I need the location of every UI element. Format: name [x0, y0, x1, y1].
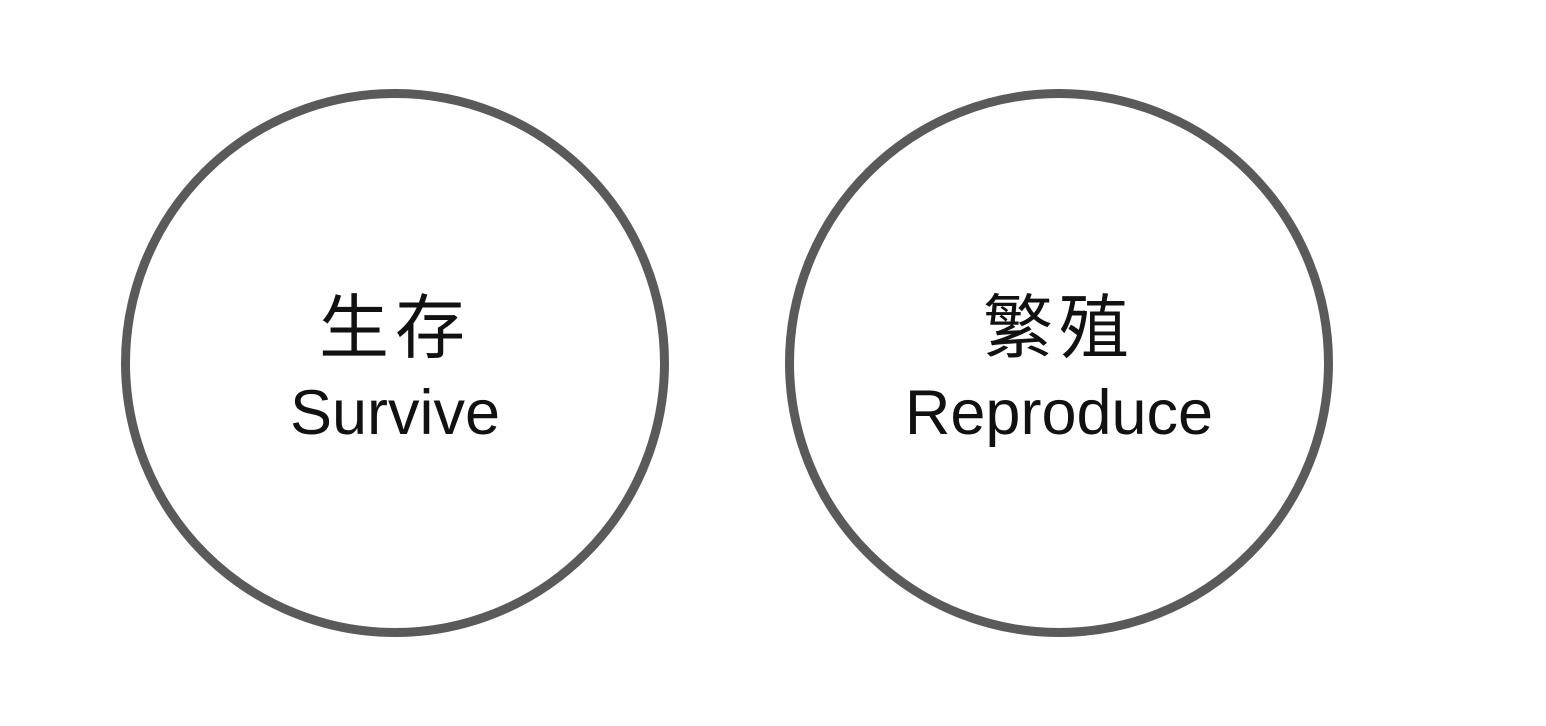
survive-circle: 生存 Survive — [121, 89, 669, 637]
reproduce-chinese-label: 繁殖 — [983, 287, 1135, 369]
reproduce-english-label: Reproduce — [904, 378, 1214, 448]
reproduce-circle: 繁殖 Reproduce — [785, 89, 1333, 637]
survive-chinese-label: 生存 — [319, 287, 471, 369]
survive-english-label: Survive — [289, 378, 501, 448]
